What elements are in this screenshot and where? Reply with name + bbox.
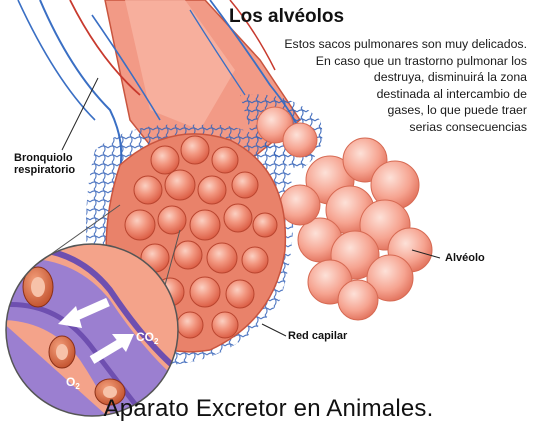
description-line: destruya, disminuirá la zona bbox=[207, 69, 527, 86]
description-line: En caso que un trastorno pulmonar los bbox=[207, 53, 527, 70]
description-text: Estos sacos pulmonares son muy delicados… bbox=[207, 36, 527, 136]
caption: Aparato Excretor en Animales. bbox=[0, 395, 537, 423]
label-line: Bronquiolo bbox=[14, 152, 75, 164]
label-line: respiratorio bbox=[14, 164, 75, 176]
description-line: gases, lo que puede traer bbox=[207, 102, 527, 119]
label-bronquiolo-respiratorio: Bronquiolo respiratorio bbox=[14, 152, 75, 176]
description-line: Estos sacos pulmonares son muy delicados… bbox=[207, 36, 527, 53]
description-line: serias consecuencias bbox=[207, 119, 527, 136]
description-line: destinada al intercambio de bbox=[207, 86, 527, 103]
diagram-title: Los alvéolos bbox=[229, 6, 344, 28]
label-alveolo: Alvéolo bbox=[445, 252, 485, 264]
label-red-capilar: Red capilar bbox=[288, 330, 347, 342]
